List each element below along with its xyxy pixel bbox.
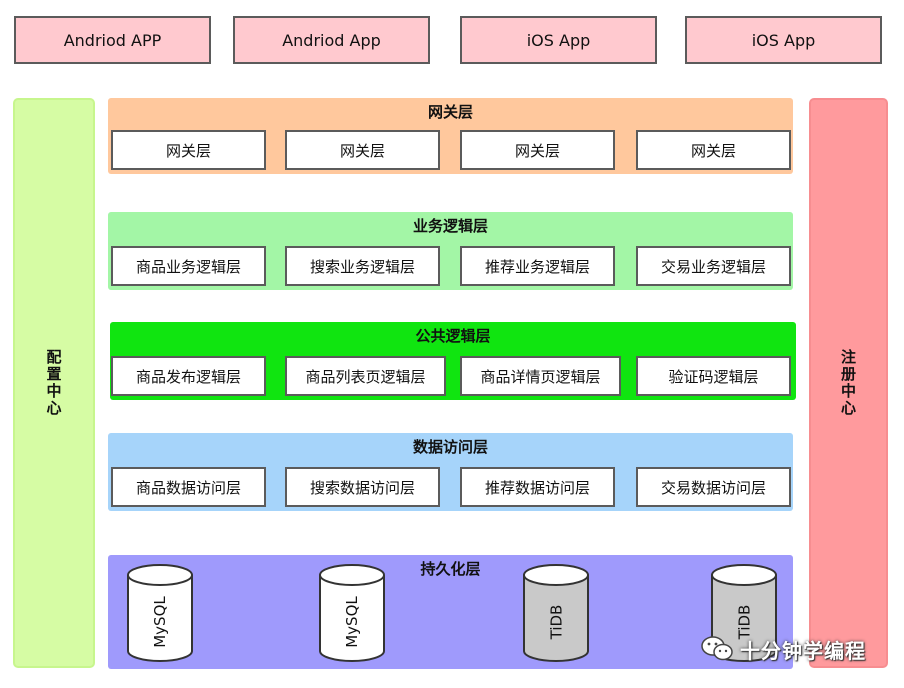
common-logic-box: 商品发布逻辑层 <box>111 356 266 396</box>
database-icon <box>711 564 777 662</box>
persistence-layer-title: 持久化层 <box>420 560 481 578</box>
common-logic-box: 商品详情页逻辑层 <box>460 356 621 396</box>
business-logic-layer: 业务逻辑层 商品业务逻辑层 搜索业务逻辑层 推荐业务逻辑层 交易业务逻辑层 <box>108 212 793 290</box>
database-icon <box>127 564 193 662</box>
gateway-box: 网关层 <box>285 130 440 170</box>
business-logic-box: 推荐业务逻辑层 <box>460 246 615 286</box>
client-android-app-2: Andriod App <box>233 16 430 64</box>
common-logic-box: 商品列表页逻辑层 <box>285 356 446 396</box>
common-logic-box: 验证码逻辑层 <box>636 356 791 396</box>
business-logic-box: 商品业务逻辑层 <box>111 246 266 286</box>
database-cylinder-tidb: TiDB <box>710 563 778 663</box>
database-cylinder-mysql: MySQL <box>318 563 386 663</box>
wechat-icon <box>701 636 733 661</box>
gateway-box: 网关层 <box>111 130 266 170</box>
database-label: MySQL <box>342 596 361 648</box>
data-access-box: 推荐数据访问层 <box>460 467 615 507</box>
database-cylinder-mysql: MySQL <box>126 563 194 663</box>
client-android-app-1: Andriod APP <box>14 16 211 64</box>
watermark-text: 十分钟学编程 <box>740 638 866 663</box>
database-label: MySQL <box>150 596 169 648</box>
data-access-box: 商品数据访问层 <box>111 467 266 507</box>
client-ios-app-2: iOS App <box>685 16 882 64</box>
common-logic-layer: 公共逻辑层 商品发布逻辑层 商品列表页逻辑层 商品详情页逻辑层 验证码逻辑层 <box>110 322 796 400</box>
registry-center: 注册中心 <box>809 98 888 668</box>
database-icon <box>523 564 589 662</box>
config-center-label: 配置中心 <box>44 349 63 417</box>
data-access-layer: 数据访问层 商品数据访问层 搜索数据访问层 推荐数据访问层 交易数据访问层 <box>108 433 793 511</box>
data-access-box: 搜索数据访问层 <box>285 467 440 507</box>
data-access-box: 交易数据访问层 <box>636 467 791 507</box>
business-logic-box: 搜索业务逻辑层 <box>285 246 440 286</box>
config-center: 配置中心 <box>13 98 95 668</box>
client-ios-app-1: iOS App <box>460 16 657 64</box>
gateway-layer-title: 网关层 <box>427 103 473 121</box>
data-access-layer-title: 数据访问层 <box>412 438 488 456</box>
database-cylinder-tidb: TiDB <box>522 563 590 663</box>
watermark: 十分钟学编程 <box>700 634 890 664</box>
database-icon <box>319 564 385 662</box>
gateway-layer: 网关层 网关层 网关层 网关层 网关层 <box>108 98 793 174</box>
business-logic-box: 交易业务逻辑层 <box>636 246 791 286</box>
gateway-box: 网关层 <box>460 130 615 170</box>
persistence-layer: 持久化层 MySQL MySQL TiDB TiDB <box>108 555 793 669</box>
database-label: TiDB <box>547 604 565 640</box>
common-logic-layer-title: 公共逻辑层 <box>415 327 491 345</box>
business-logic-layer-title: 业务逻辑层 <box>412 217 488 235</box>
gateway-box: 网关层 <box>636 130 791 170</box>
registry-center-label: 注册中心 <box>839 349 857 417</box>
